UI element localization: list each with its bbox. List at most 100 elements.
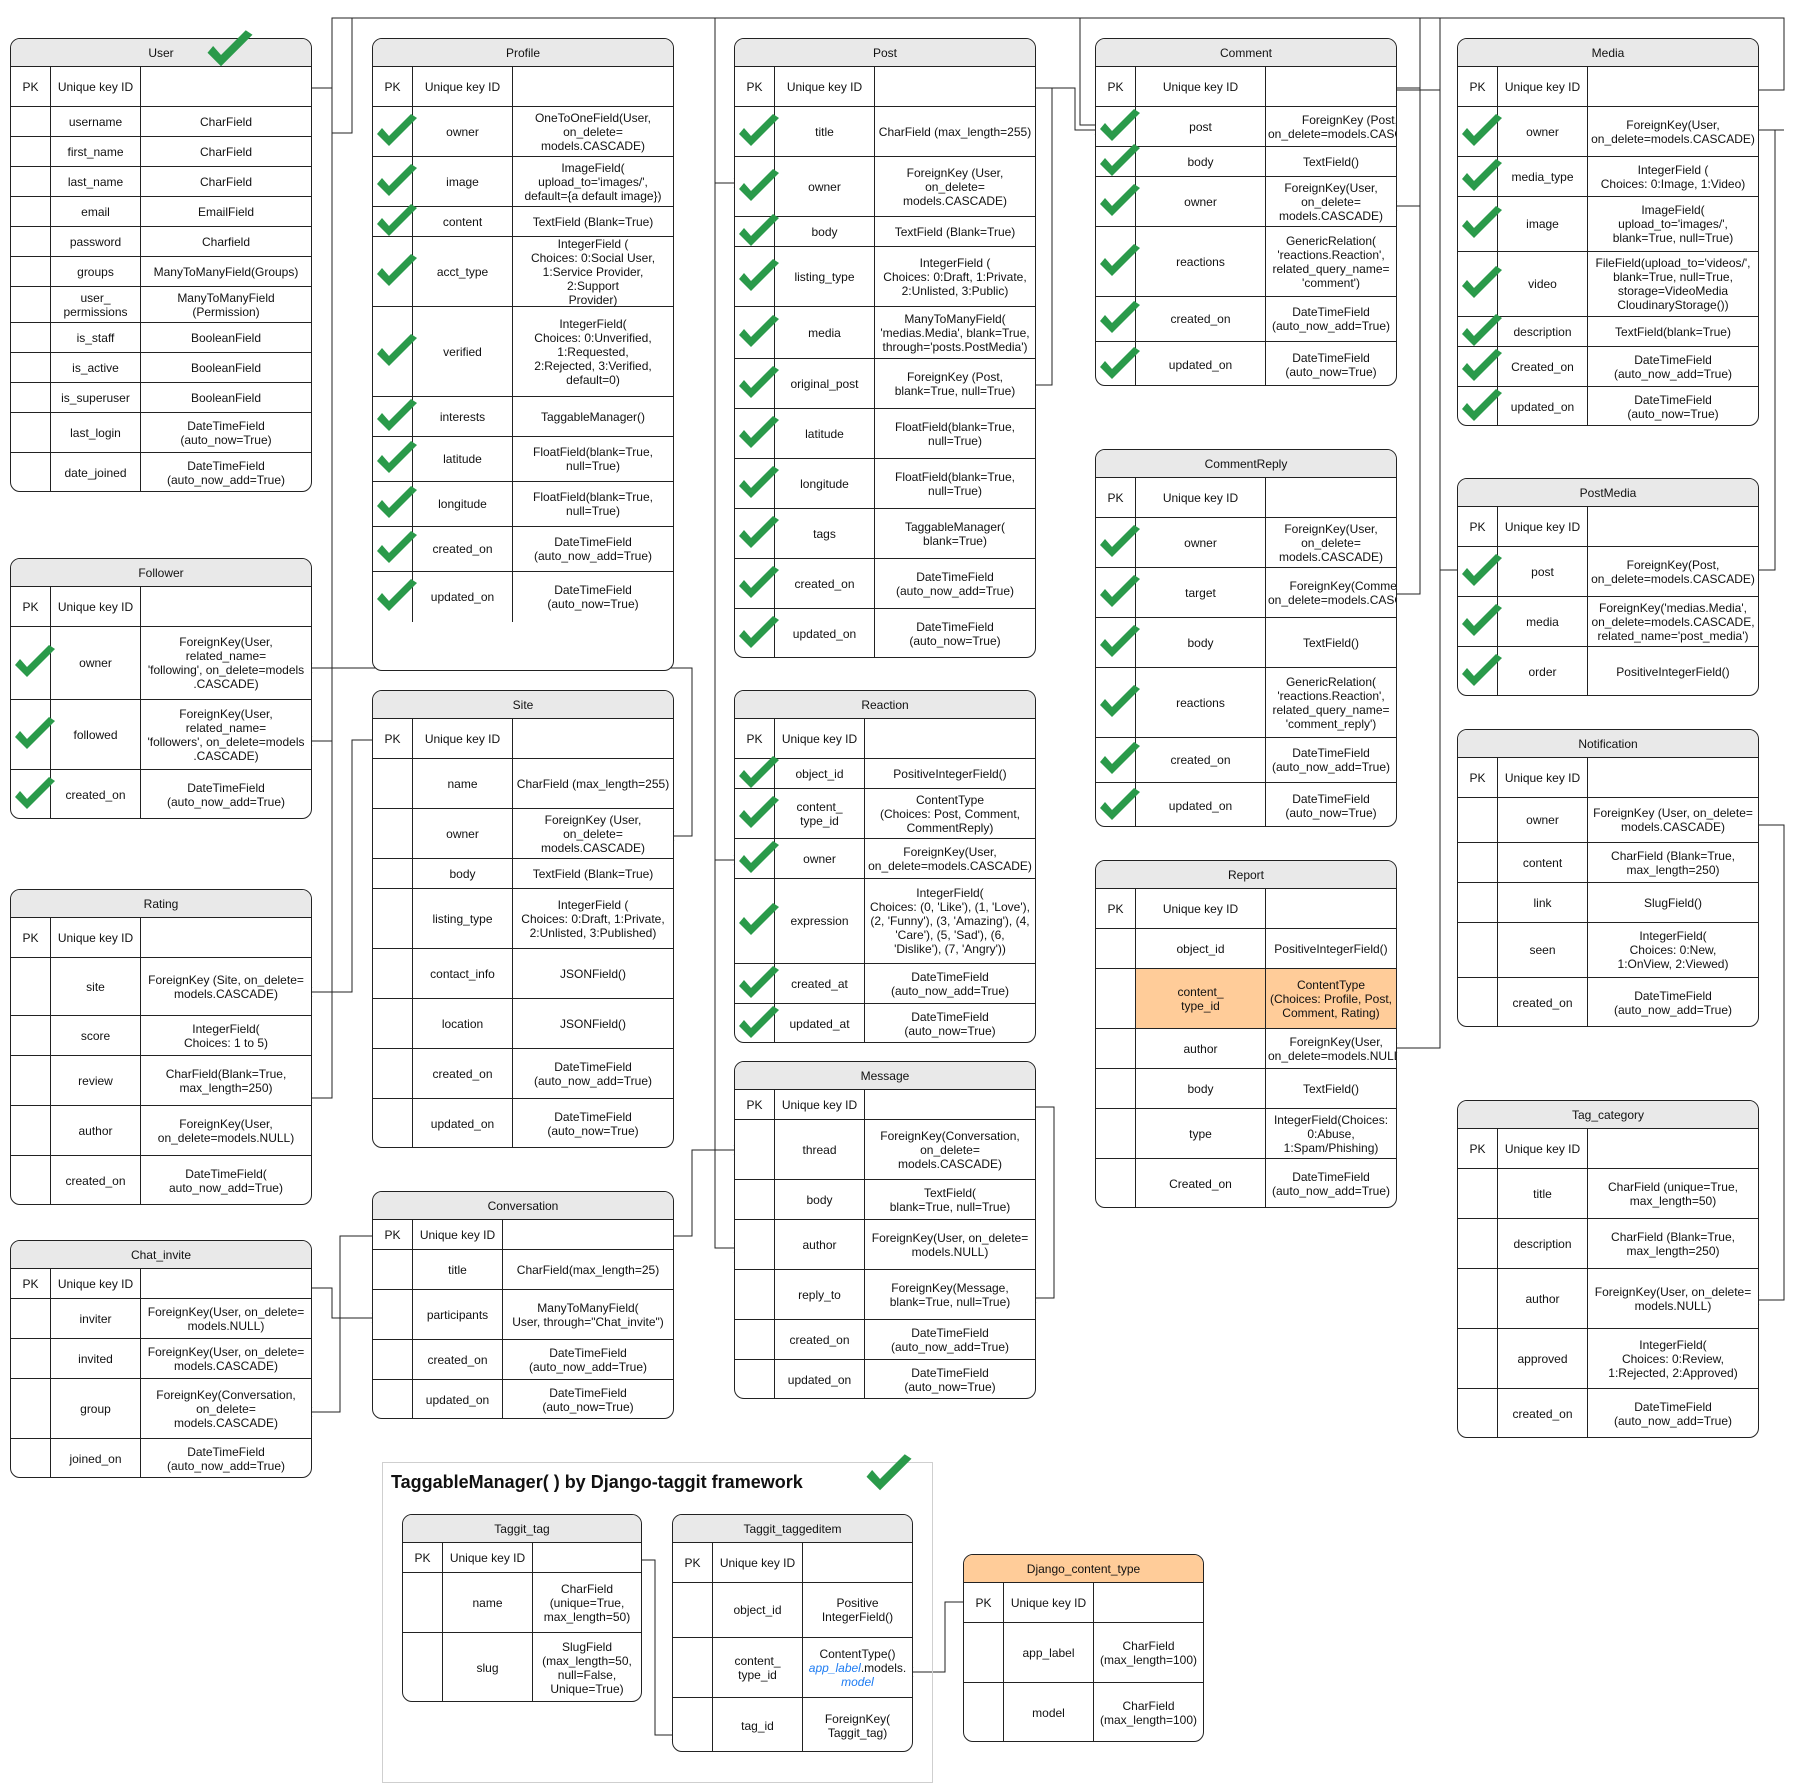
field-marker (11, 1439, 51, 1477)
field-marker (735, 839, 779, 878)
field-type: DateTimeField (auto_now=True) (904, 1010, 996, 1038)
field-marker (1458, 597, 1502, 646)
field-marker (1096, 297, 1140, 341)
field-name: date_joined (51, 453, 141, 491)
field-name: updated_on (775, 609, 875, 657)
field-type-cell: FloatField(blank=True, null=True) (875, 409, 1035, 458)
field-marker (1458, 107, 1502, 156)
field-marker (1458, 157, 1502, 196)
field-name: app_label (1004, 1623, 1094, 1682)
key-type-empty (141, 1269, 311, 1298)
field-type: SlugField() (1643, 895, 1703, 910)
check-icon (1096, 683, 1144, 723)
field-name: created_on (413, 527, 513, 571)
field-name: last_login (51, 413, 141, 452)
field-name: image (413, 157, 513, 206)
field-marker (735, 1220, 775, 1269)
field-type-cell: CharField (max_length=100) (1094, 1683, 1203, 1741)
check-icon (1458, 204, 1506, 244)
key-type-empty (1588, 1129, 1758, 1168)
field-type-cell: DateTimeField (auto_now_add=True) (865, 1320, 1035, 1359)
field-type: CharField (199, 174, 253, 189)
field-name: description (1498, 1219, 1588, 1268)
field-name: groups (51, 257, 141, 286)
pk-label: PK (735, 67, 775, 106)
field-type-cell: DateTimeField (auto_now=True) (503, 1380, 673, 1418)
field-name: invited (51, 1339, 141, 1378)
field-type-cell: DateTimeField (auto_now_add=True) (1588, 1389, 1758, 1437)
field-marker (1458, 1329, 1498, 1388)
field-name: reactions (1136, 227, 1266, 296)
field-marker (735, 789, 779, 838)
field-type: DateTimeField (auto_now_add=True) (1272, 746, 1390, 774)
check-icon (11, 715, 59, 755)
field-name: tags (775, 509, 875, 558)
relationship-line (1079, 18, 1095, 126)
field-type: ManyToManyField(Groups) (153, 264, 299, 279)
field-type-cell: BooleanField (141, 353, 311, 382)
check-icon (735, 364, 783, 404)
field-type-cell: Charfield (141, 227, 311, 256)
field-type-model: model (841, 1674, 874, 1689)
check-icon (11, 643, 59, 683)
field-marker (735, 107, 779, 156)
field-name: approved (1498, 1329, 1588, 1388)
field-type-cell: TextField (Blank=True) (513, 207, 673, 236)
check-icon (1458, 652, 1506, 692)
check-icon (735, 167, 783, 207)
field-marker (735, 409, 779, 458)
field-marker (11, 1379, 51, 1438)
field-marker (373, 572, 417, 622)
field-type-cell: ForeignKey(Post, on_delete=models.CASCAD… (1588, 547, 1758, 596)
field-marker (373, 307, 417, 396)
key-label: Unique key ID (1498, 758, 1588, 797)
field-type-cell: DateTimeField (auto_now=True) (1266, 342, 1396, 385)
check-icon (735, 964, 783, 1004)
field-type: SlugField (max_length=50, null=False, Un… (542, 1640, 632, 1696)
field-type: CharField (Blank=True, max_length=250) (1611, 1229, 1735, 1258)
field-type: BooleanField (190, 330, 262, 345)
field-type-cell: TextField() (1266, 147, 1396, 176)
field-name: owner (1498, 798, 1588, 842)
field-name: tag_id (713, 1698, 803, 1751)
key-type-empty (1266, 478, 1396, 517)
field-type: PositiveIntegerField() (1616, 665, 1730, 679)
field-type: TextField() (1302, 635, 1359, 650)
field-type: BooleanField (190, 390, 262, 405)
field-type: DateTimeField (auto_now=True) (180, 418, 272, 447)
field-type-cell: IntegerField ( Choices: 0:Image, 1:Video… (1588, 157, 1758, 196)
key-label: Unique key ID (1004, 1583, 1094, 1622)
field-type-cell: IntegerField( Choices: 0:New, 1:OnView, … (1588, 923, 1758, 977)
field-type-cell: IntegerField ( Choices: 0:Draft, 1:Priva… (875, 247, 1035, 306)
field-name: seen (1498, 923, 1588, 977)
field-type-cell: GenericRelation( 'reactions.Reaction', r… (1266, 227, 1396, 296)
field-type: IntegerField ( Choices: 0:Social User, 1… (530, 236, 656, 307)
field-name: is_superuser (51, 383, 141, 412)
field-marker (673, 1698, 713, 1751)
field-type: CharField (199, 114, 253, 129)
field-name: first_name (51, 137, 141, 166)
